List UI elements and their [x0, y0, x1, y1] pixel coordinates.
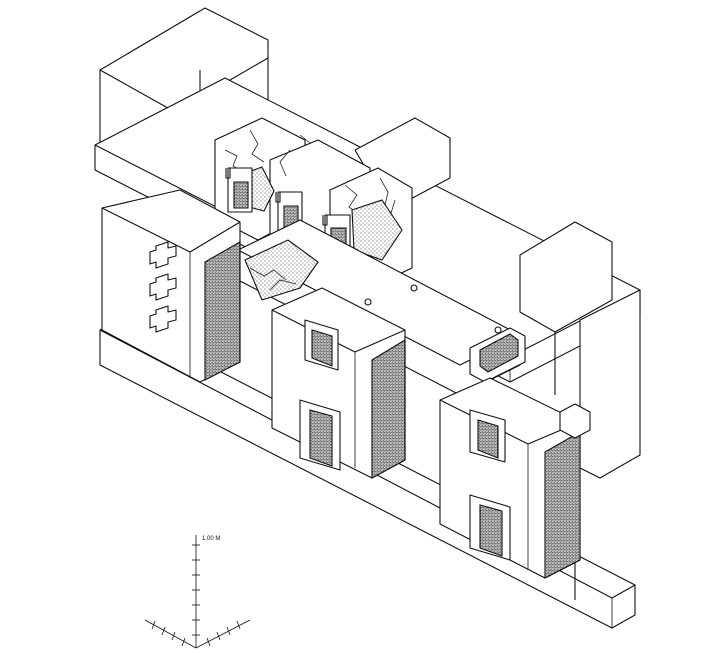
right-rear-tower [354, 117, 641, 479]
scale-bar: 1.00 M [144, 535, 251, 649]
step-fret-motif-3 [149, 305, 177, 333]
left-wall-panel [101, 189, 241, 383]
top-niche-blocks [214, 117, 413, 291]
scale-ticks [151, 544, 241, 647]
center-upper-niche [304, 319, 339, 371]
top-niche-1 [225, 167, 253, 213]
right-doorway [469, 494, 511, 561]
center-doorway [299, 399, 341, 471]
step-fret-motif-2 [149, 273, 177, 301]
scale-label: 1.00 M [202, 536, 220, 542]
right-upper-niche [469, 409, 506, 463]
step-fret-motif-1 [149, 241, 177, 269]
right-pillar [439, 377, 591, 579]
center-pillar [271, 287, 406, 479]
